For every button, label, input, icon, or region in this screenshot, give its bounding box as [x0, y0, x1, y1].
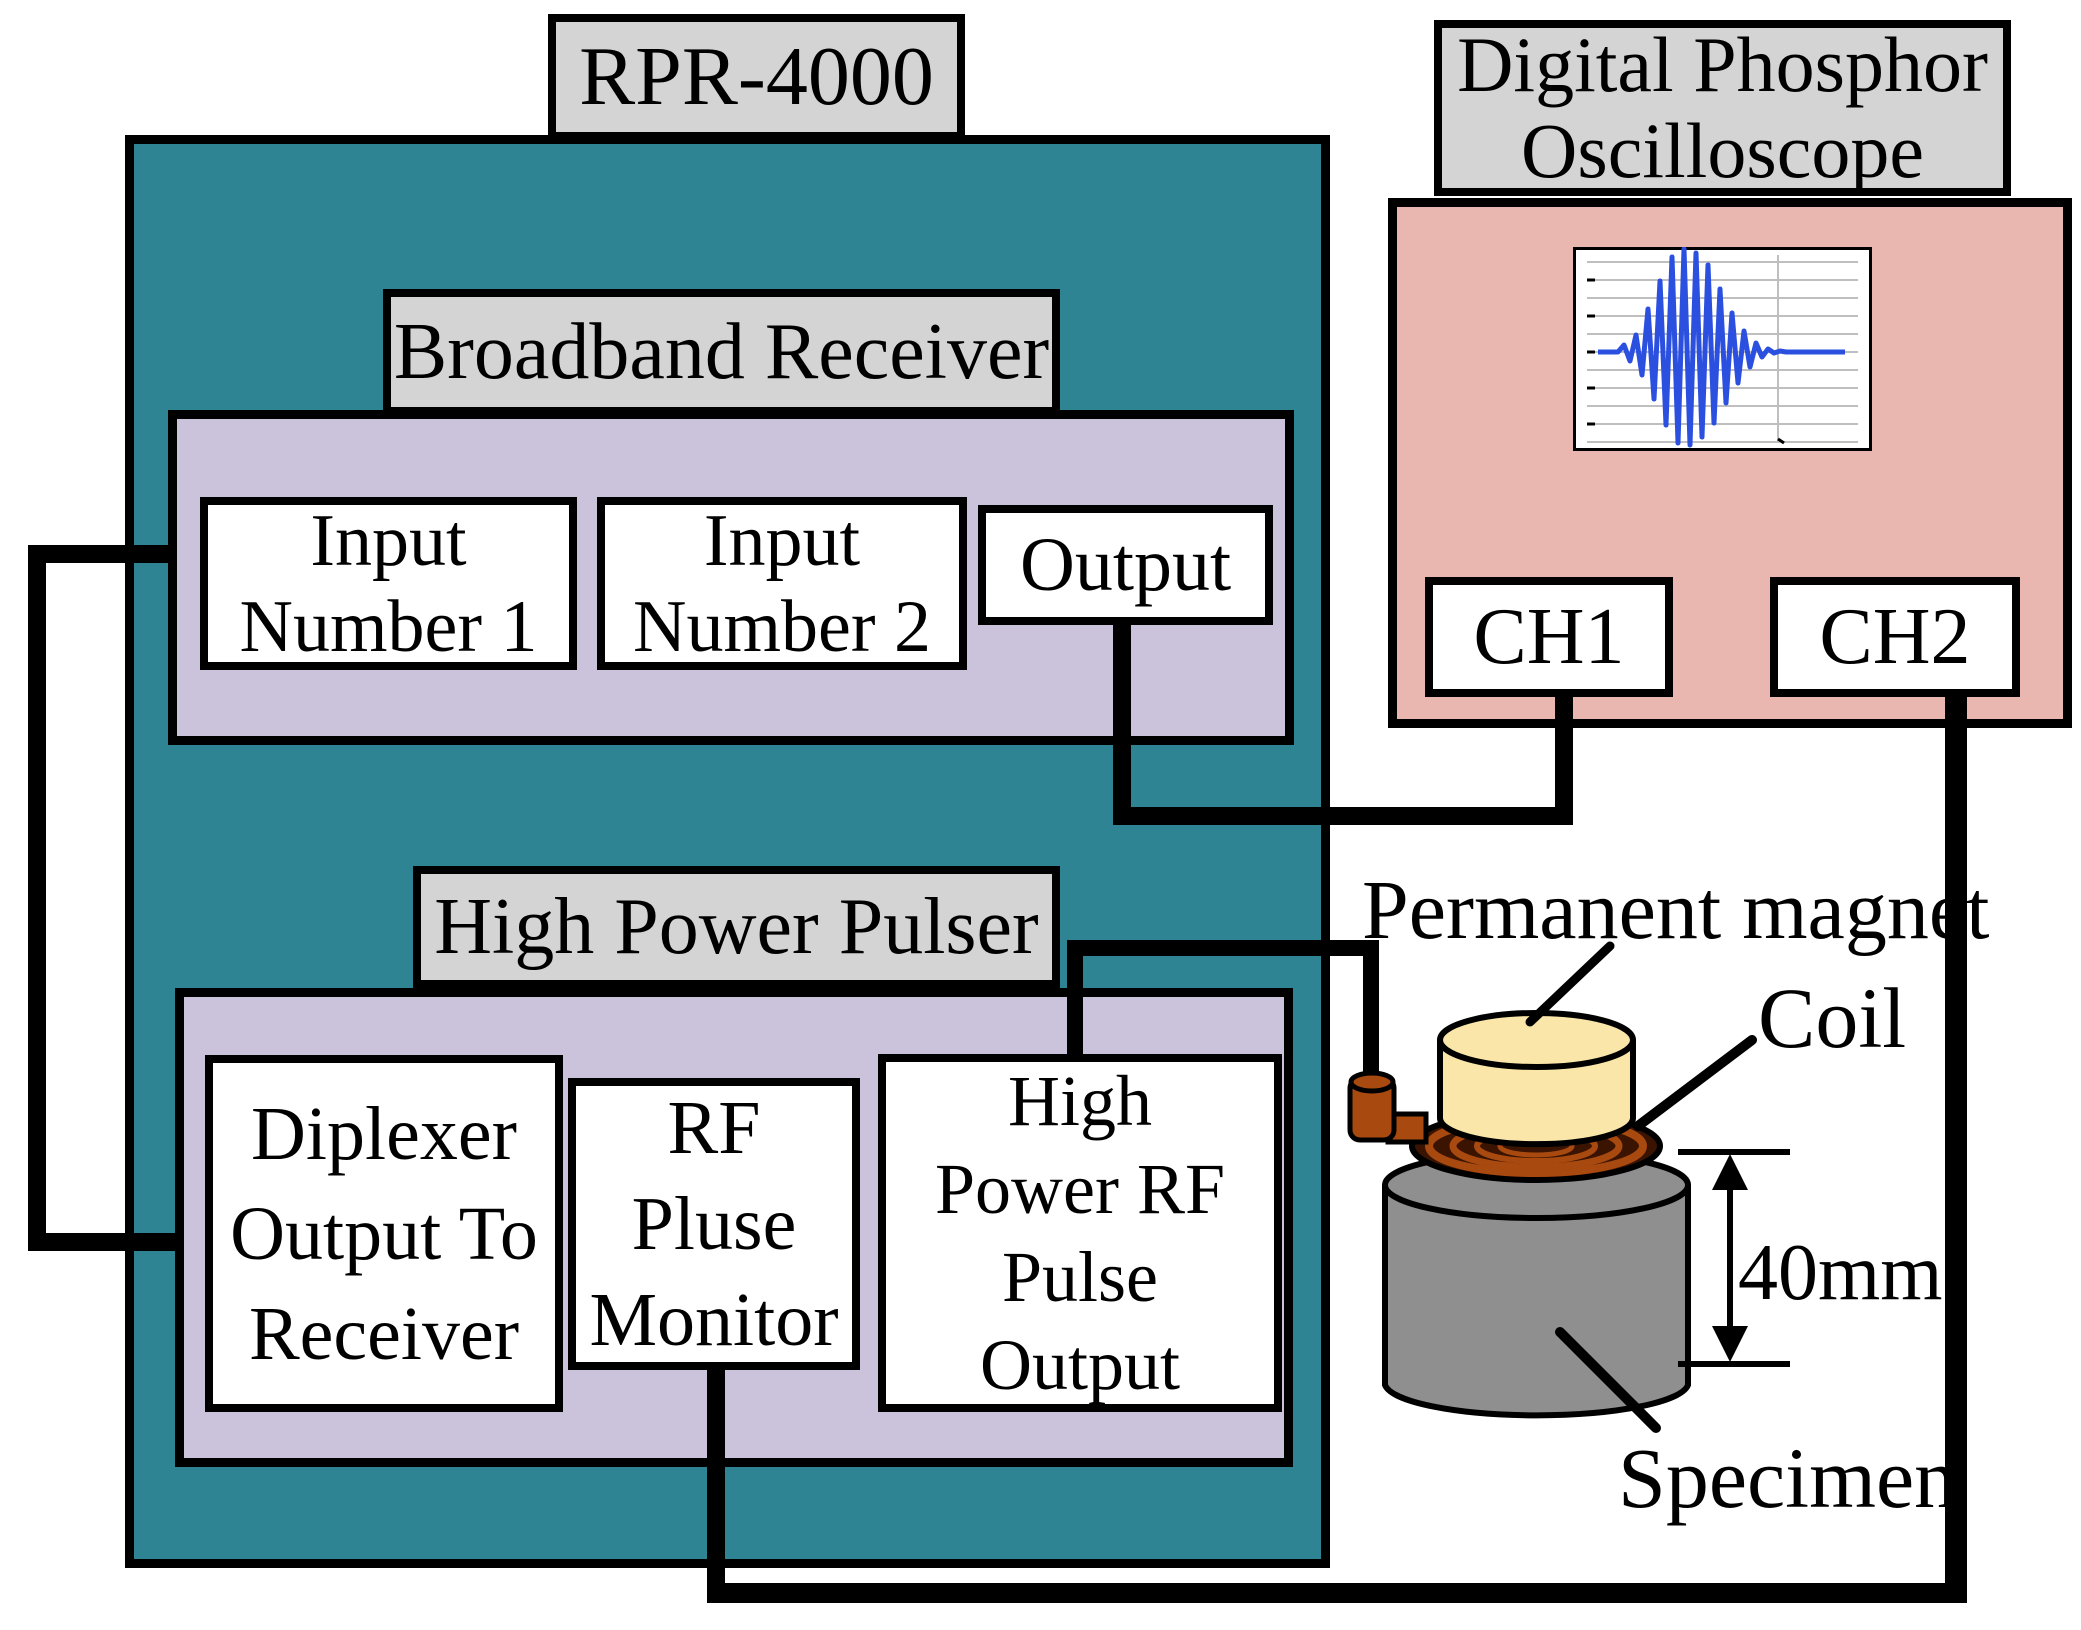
diplexer-line1: Diplexer — [251, 1091, 517, 1176]
oscilloscope-label-line2: Oscilloscope — [1521, 107, 1924, 194]
waveform-trace — [1598, 247, 1845, 448]
oscilloscope-label-line1: Digital Phosphor — [1457, 21, 1988, 108]
waveform-screen — [1573, 247, 1872, 451]
coil-pointer — [1633, 1035, 1757, 1131]
input-number-1-box: Input Number 1 — [200, 497, 577, 670]
coil-text: Coil — [1758, 970, 1907, 1066]
specimen-assembly — [1347, 941, 1790, 1433]
ch1-box: CH1 — [1425, 577, 1673, 697]
dimension-40mm-text: 40mm — [1738, 1229, 1943, 1317]
wire-output-horizontal — [1113, 807, 1573, 825]
rf-pulse-monitor-box: RF Pluse Monitor — [568, 1078, 860, 1370]
ch2-box: CH2 — [1770, 577, 2020, 697]
permanent-magnet-pointer — [1525, 941, 1615, 1027]
diplexer-line2: Output To — [230, 1191, 538, 1276]
rf-output-line2: Power RF — [934, 1149, 1226, 1229]
wire-coil-down — [1363, 940, 1379, 1088]
monitor-line2: Pluse — [631, 1182, 797, 1266]
input2-line1: Input — [703, 499, 861, 582]
oscilloscope-label: Digital Phosphor Oscilloscope — [1434, 20, 2011, 196]
wire-diplexer-to-input-top — [28, 545, 173, 563]
dimension-40mm-annotation: 40mm — [1738, 1228, 1942, 1319]
permanent-magnet-text: Permanent magnet — [1362, 864, 1990, 957]
dimension-40mm-arrow — [1678, 1149, 1790, 1367]
specimen-annotation: Specimen — [1618, 1428, 1957, 1528]
ch2-text: CH2 — [1819, 592, 1971, 681]
monitor-line3: Monitor — [589, 1278, 839, 1362]
rpr4000-label: RPR-4000 — [548, 14, 965, 140]
diplexer-line3: Receiver — [248, 1291, 520, 1376]
specimen-pointer — [1555, 1327, 1661, 1433]
wire-pulser-up — [1067, 940, 1083, 1054]
oscilloscope-label-text: Digital Phosphor Oscilloscope — [1442, 22, 2003, 194]
coil-connector — [1347, 1070, 1429, 1145]
specimen-text: Specimen — [1618, 1430, 1958, 1526]
input1-line2: Number 1 — [239, 585, 538, 668]
wire-bottom-horizontal — [707, 1583, 1967, 1603]
high-power-rf-pulse-output-box: High Power RF Pulse Output — [878, 1054, 1282, 1412]
rpr4000-label-text: RPR-4000 — [579, 30, 934, 123]
receiver-output-text: Output — [1019, 522, 1232, 607]
rf-output-line1: High — [1008, 1061, 1152, 1141]
wire-ch1-down — [1555, 697, 1573, 825]
permanent-magnet-cylinder — [1437, 1010, 1636, 1148]
specimen-cylinder — [1382, 1149, 1691, 1419]
input1-line1: Input — [310, 499, 467, 582]
broadband-receiver-label: Broadband Receiver — [383, 289, 1060, 415]
receiver-output-box: Output — [978, 505, 1273, 625]
broadband-receiver-label-text: Broadband Receiver — [393, 308, 1050, 396]
wire-monitor-down — [707, 1370, 725, 1603]
rf-output-line3: Pulse — [1001, 1237, 1159, 1317]
high-power-pulser-label-text: High Power Pulser — [434, 883, 1039, 971]
wire-diplexer-to-input-vertical — [28, 545, 46, 1251]
waveform-ticks — [1587, 278, 1785, 445]
wire-ch2-down — [1945, 697, 1967, 1603]
coil-annotation: Coil — [1758, 968, 1906, 1068]
high-power-pulser-label: High Power Pulser — [413, 866, 1060, 988]
wire-output-down — [1113, 625, 1131, 825]
permanent-magnet-annotation: Permanent magnet — [1362, 862, 1989, 959]
input-number-2-box: Input Number 2 — [597, 497, 967, 670]
dimension-arrowhead-bottom — [1712, 1326, 1748, 1362]
dimension-arrowhead-top — [1712, 1154, 1748, 1190]
wire-diplexer-to-input-bottom — [28, 1233, 178, 1251]
monitor-line1: RF — [667, 1086, 761, 1170]
ch1-text: CH1 — [1473, 592, 1625, 681]
rf-output-line4: Output — [979, 1325, 1180, 1405]
diplexer-output-box: Diplexer Output To Receiver — [205, 1055, 563, 1412]
input2-line2: Number 2 — [633, 585, 931, 668]
wire-pulser-horizontal — [1067, 940, 1379, 956]
